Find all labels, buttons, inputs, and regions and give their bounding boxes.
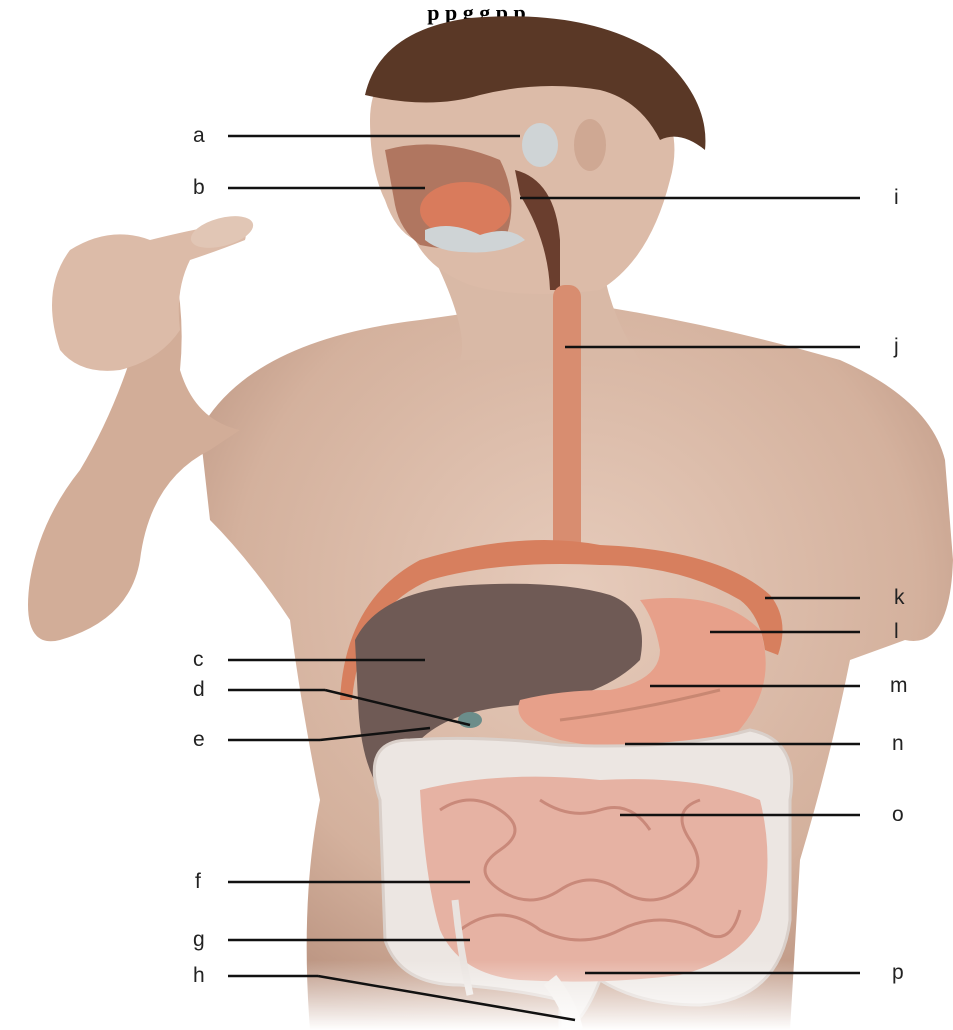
label-k: k (894, 587, 905, 609)
label-b: b (193, 177, 205, 199)
label-c: c (193, 649, 204, 671)
label-j: j (894, 336, 899, 358)
label-e: e (193, 729, 205, 751)
label-p: p (892, 962, 904, 984)
bottom-fade (0, 960, 953, 1030)
label-d: d (193, 679, 205, 701)
label-f: f (195, 871, 201, 893)
label-a: a (193, 125, 205, 147)
salivary-gland-upper (522, 123, 558, 167)
label-i: i (894, 187, 899, 209)
label-h: h (193, 965, 205, 987)
label-l: l (894, 621, 899, 643)
gallbladder (458, 712, 482, 728)
label-g: g (193, 929, 205, 951)
label-m: m (890, 675, 908, 697)
label-o: o (892, 804, 904, 826)
esophagus (553, 285, 581, 560)
ear-illustration (574, 119, 606, 171)
label-n: n (892, 733, 904, 755)
